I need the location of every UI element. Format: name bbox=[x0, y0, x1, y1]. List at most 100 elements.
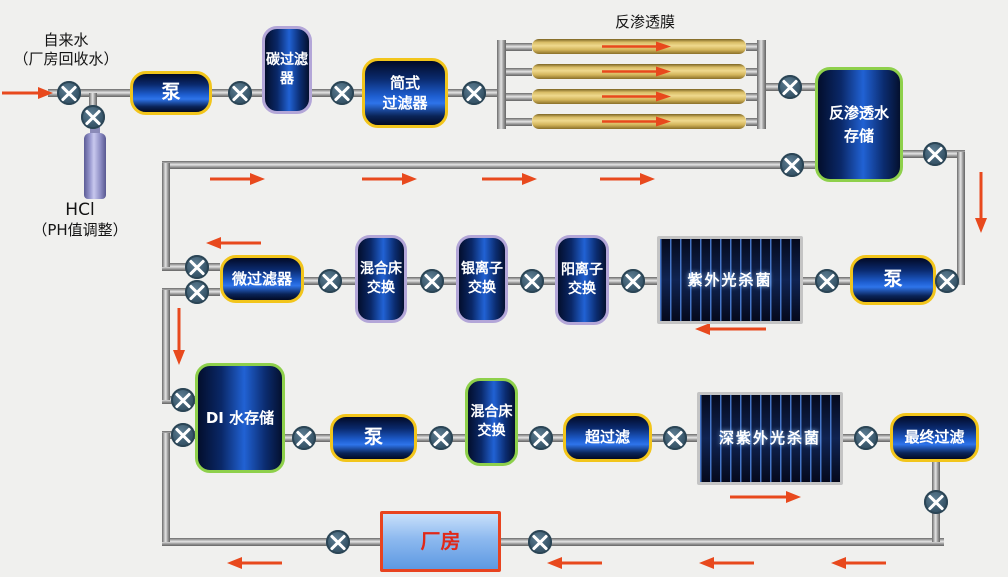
carbon-filter-label: 器 bbox=[280, 71, 294, 87]
valve-icon bbox=[462, 81, 486, 105]
valve-icon bbox=[923, 142, 947, 166]
valve-icon bbox=[326, 530, 350, 554]
pipe bbox=[957, 152, 965, 285]
flow-arrow-right-icon bbox=[602, 91, 671, 102]
ultra-filter: 超过滤 bbox=[563, 413, 652, 462]
deep-uv-sterilizer-label: 深紫外光杀菌 bbox=[718, 429, 821, 448]
valve-icon bbox=[171, 388, 195, 412]
flow-arrow-right-icon bbox=[730, 491, 801, 503]
pump-top-label: 泵 bbox=[161, 81, 181, 104]
valve-icon bbox=[529, 426, 553, 450]
pipe bbox=[746, 43, 758, 51]
valve-icon bbox=[171, 423, 195, 447]
pump-bottom: 泵 bbox=[330, 414, 417, 462]
mixed-bed-1-label: 交换 bbox=[367, 280, 395, 296]
pump-bottom-label: 泵 bbox=[363, 426, 383, 449]
flow-arrow-left-icon bbox=[699, 557, 754, 569]
source-water-line1: 自来水 bbox=[43, 31, 89, 49]
uv-sterilizer-label: 紫外光杀菌 bbox=[687, 270, 773, 289]
pipe bbox=[746, 118, 758, 126]
final-filter-label: 最终过滤 bbox=[904, 428, 965, 447]
flow-arrow-left-icon bbox=[831, 557, 886, 569]
pipe bbox=[506, 68, 532, 76]
ro-storage-tank: 反渗透水 存储 bbox=[815, 67, 903, 182]
source-water-line2: （厂房回收水） bbox=[13, 49, 119, 68]
uv-sterilizer: 紫外光杀菌 bbox=[657, 236, 803, 324]
valve-icon bbox=[778, 75, 802, 99]
pipe-return-line bbox=[162, 161, 815, 169]
valve-icon bbox=[663, 426, 687, 450]
mixed-bed-exchange-2: 混合床 交换 bbox=[465, 378, 518, 466]
source-water-label: 自来水 （厂房回收水） bbox=[0, 31, 132, 69]
valve-icon bbox=[621, 269, 645, 293]
simple-filter: 简式 过滤器 bbox=[362, 58, 448, 128]
valve-icon bbox=[292, 426, 316, 450]
membrane-label-text: 反渗透膜 bbox=[614, 13, 675, 31]
mixed-bed-2-label: 交换 bbox=[477, 423, 506, 439]
pipe-factory-return-line bbox=[162, 538, 944, 546]
ultra-filter-label: 超过滤 bbox=[584, 428, 630, 447]
ro-storage-label: 反渗透水 bbox=[828, 104, 889, 122]
flow-arrow-down-icon bbox=[173, 308, 185, 365]
valve-icon bbox=[330, 81, 354, 105]
valve-icon bbox=[780, 153, 804, 177]
valve-icon bbox=[924, 490, 948, 514]
di-storage-label: DI 水存储 bbox=[205, 408, 275, 427]
flow-arrow-right-icon bbox=[602, 66, 671, 77]
pipe bbox=[746, 93, 758, 101]
pump-middle: 泵 bbox=[850, 255, 936, 305]
valve-icon bbox=[815, 269, 839, 293]
simple-filter-label: 简式 bbox=[389, 73, 420, 92]
di-storage-tank: DI 水存储 bbox=[195, 363, 285, 473]
flow-arrow-inlet-icon bbox=[2, 87, 53, 99]
mixed-bed-exchange-1: 混合床 交换 bbox=[355, 235, 407, 323]
valve-icon bbox=[318, 269, 342, 293]
pipe bbox=[506, 43, 532, 51]
pipe bbox=[506, 118, 532, 126]
flow-arrow-right-icon bbox=[602, 116, 671, 127]
micro-filter-label: 微过滤器 bbox=[231, 269, 292, 288]
hcl-line1: HCl bbox=[65, 200, 95, 220]
flow-arrow-left-icon bbox=[547, 557, 602, 569]
valve-icon bbox=[528, 530, 552, 554]
valve-icon bbox=[228, 81, 252, 105]
valve-icon bbox=[185, 280, 209, 304]
pipe bbox=[162, 163, 170, 267]
pipe bbox=[162, 290, 170, 400]
flow-arrow-right-icon bbox=[602, 41, 671, 52]
membrane-label: 反渗透膜 bbox=[565, 13, 725, 32]
flow-arrow-right-icon bbox=[210, 173, 265, 185]
flow-arrow-right-icon bbox=[362, 173, 417, 185]
valve-icon bbox=[57, 81, 81, 105]
valve-icon bbox=[185, 255, 209, 279]
silver-ion-label: 交换 bbox=[468, 280, 496, 296]
final-filter: 最终过滤 bbox=[890, 413, 979, 462]
hcl-bottle bbox=[84, 133, 106, 199]
flow-arrow-right-icon bbox=[482, 173, 537, 185]
cation-exchange: 阳离子 交换 bbox=[555, 235, 609, 325]
carbon-filter: 碳过滤 器 bbox=[262, 26, 312, 114]
valve-icon bbox=[420, 269, 444, 293]
valve-icon bbox=[429, 426, 453, 450]
membrane-manifold-left bbox=[497, 40, 506, 129]
cation-exchange-label: 阳离子 bbox=[561, 262, 603, 279]
mixed-bed-1-label: 混合床 bbox=[360, 261, 402, 278]
valve-icon bbox=[935, 269, 959, 293]
flow-arrow-left-icon bbox=[206, 237, 261, 249]
pipe bbox=[746, 68, 758, 76]
micro-filter: 微过滤器 bbox=[220, 255, 304, 303]
carbon-filter-label: 碳过滤 bbox=[266, 52, 308, 69]
simple-filter-label: 过滤器 bbox=[382, 94, 428, 112]
hcl-label: HCl （PH值调整） bbox=[15, 200, 145, 240]
ro-storage-label: 存储 bbox=[843, 126, 874, 145]
factory-label: 厂房 bbox=[420, 529, 461, 553]
pipe bbox=[506, 93, 532, 101]
hcl-line2: （PH值调整） bbox=[32, 221, 128, 240]
valve-icon bbox=[854, 426, 878, 450]
valve-icon bbox=[520, 269, 544, 293]
flow-arrow-down-icon bbox=[975, 172, 987, 233]
factory-building: 厂房 bbox=[380, 511, 501, 572]
pump-top: 泵 bbox=[130, 71, 212, 115]
pipe bbox=[162, 433, 170, 542]
